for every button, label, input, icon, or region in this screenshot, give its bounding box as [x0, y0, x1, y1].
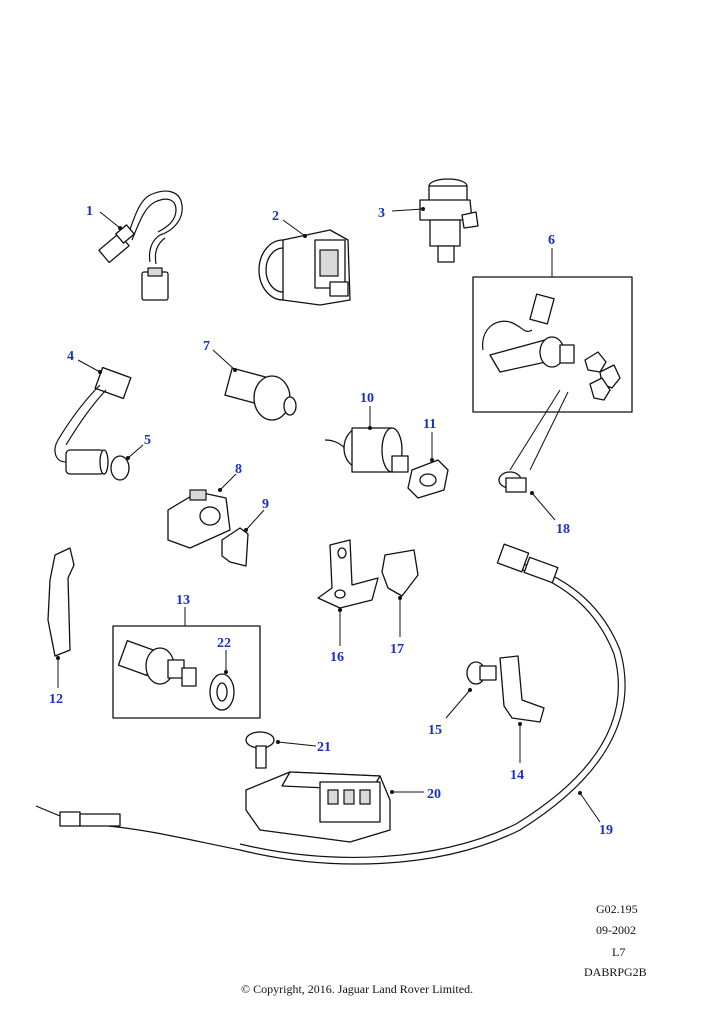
callout-labels: 1 2 3 6 4 7 10 5 11 8 9 18 13 22 16 17 1… — [49, 204, 613, 838]
part-20-control-module — [245, 771, 391, 843]
part-9-bracket — [221, 527, 249, 567]
part-19-cable — [35, 543, 626, 865]
part-8-throttle-sensor — [167, 489, 231, 549]
callout-1: 1 — [86, 204, 93, 219]
callout-15: 15 — [428, 723, 442, 738]
part-6-assembly — [482, 293, 621, 401]
reference-level: L7 — [612, 945, 626, 959]
reference-drawing-id: DABRPG2B — [584, 965, 647, 979]
callout-10: 10 — [360, 391, 374, 406]
part-21-screw — [245, 731, 275, 769]
part-17-clip — [381, 549, 419, 597]
reference-code: G02.195 — [596, 902, 638, 916]
callout-21: 21 — [317, 740, 331, 755]
reference-date: 09-2002 — [596, 923, 636, 937]
part-14-bracket — [499, 655, 545, 723]
callout-19: 19 — [599, 823, 613, 838]
part-10-idle-valve — [324, 427, 409, 473]
part-1-sensor-harness — [98, 190, 183, 301]
callout-7: 7 — [203, 339, 210, 354]
callout-5: 5 — [144, 433, 151, 448]
part-4-position-sensor — [54, 366, 132, 475]
callout-22: 22 — [217, 636, 231, 651]
leader-lines — [56, 207, 601, 823]
callout-14: 14 — [510, 768, 524, 783]
callout-6: 6 — [548, 233, 555, 248]
part-7-pressure-switch — [224, 367, 297, 421]
callout-12: 12 — [49, 692, 63, 707]
callout-17: 17 — [390, 642, 404, 657]
callout-13: 13 — [176, 593, 190, 608]
copyright-notice: © Copyright, 2016. Jaguar Land Rover Lim… — [241, 982, 474, 996]
part-5-o-ring — [110, 455, 130, 481]
callout-18: 18 — [556, 522, 570, 537]
callout-9: 9 — [262, 497, 269, 512]
callout-8: 8 — [235, 462, 242, 477]
part-2-airflow-meter — [258, 229, 351, 306]
callout-3: 3 — [378, 206, 385, 221]
part-18-bolt — [498, 389, 569, 493]
part-12-bracket — [47, 547, 75, 657]
callout-2: 2 — [272, 209, 279, 224]
callout-4: 4 — [67, 349, 74, 364]
callout-20: 20 — [427, 787, 441, 802]
callout-16: 16 — [330, 650, 344, 665]
part-11-gasket — [407, 459, 449, 499]
part-3-actuator — [419, 178, 479, 263]
part-15-fastener — [466, 661, 497, 685]
part-16-bracket — [317, 539, 379, 609]
part-13-sensor — [117, 640, 197, 687]
callout-11: 11 — [423, 417, 436, 432]
